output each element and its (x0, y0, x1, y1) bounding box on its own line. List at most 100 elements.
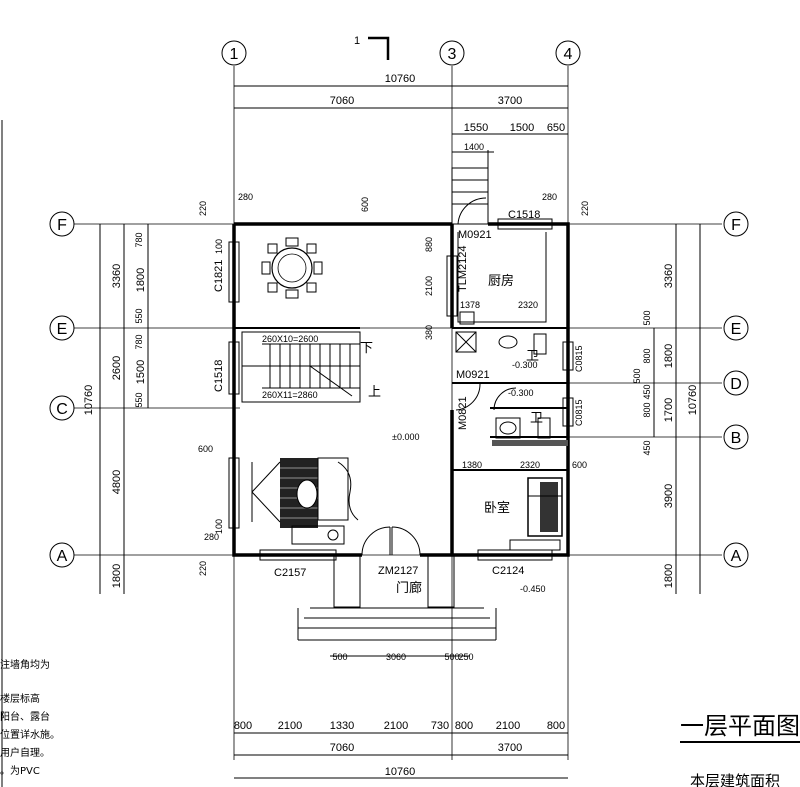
dim-right-main: 1700 (663, 398, 675, 422)
svg-text:280: 280 (238, 192, 253, 202)
stair-down-label: 下 (360, 341, 373, 356)
dim-step: 500 (444, 652, 459, 662)
svg-text:2320: 2320 (520, 460, 540, 470)
elevation-label-0: ±0.000 (392, 432, 419, 442)
room-label-bath-2: 卫 (530, 411, 543, 426)
axis-label: F (57, 217, 67, 234)
stair-dimension: 260X11=2860 (262, 390, 318, 400)
title-block: 一层平面图 本层建筑面积 (680, 712, 800, 787)
axis-label: C (56, 401, 68, 418)
window-label-c1821: C1821 (213, 260, 225, 292)
window-label-c2157: C2157 (274, 567, 306, 579)
door-label-m0921-top: M0921 (458, 229, 492, 241)
axis-bubble-right-e: E (723, 315, 749, 341)
dim-bottom-right: 3700 (498, 742, 522, 754)
svg-text:位置详水施。: 位置详水施。 (0, 728, 60, 741)
dim-right-sub: 450 (642, 440, 652, 455)
svg-text:100: 100 (214, 519, 224, 534)
svg-text:220: 220 (198, 201, 208, 216)
svg-text:220: 220 (580, 201, 590, 216)
axis-bubble-left-e: E (49, 315, 75, 341)
dim-step: 3060 (386, 652, 406, 662)
dim-right-top: 3700 (498, 95, 522, 107)
dim-left-main: 1800 (111, 564, 123, 588)
dim-left-top: 7060 (330, 95, 354, 107)
dim-bottom-part: 2100 (278, 720, 302, 732)
axis-bubble-left-c: C (49, 395, 75, 421)
svg-text:楼层标高: 楼层标高 (0, 692, 40, 705)
dim-left-main: 2600 (111, 356, 123, 380)
dim-right-main: 1800 (663, 564, 675, 588)
side-entry-steps (451, 150, 489, 225)
dim-right-sub: 800 (642, 402, 652, 417)
dim-bottom-part: 800 (234, 720, 252, 732)
dim-right-overall: 10760 (687, 385, 699, 416)
door-label-tlm2124: TLM2124 (457, 246, 469, 292)
axis-bubble-left-a: A (49, 542, 75, 568)
left-dimensions: 10760 3360 2600 4800 1800 780 1800 550 7… (83, 224, 149, 594)
svg-text:600: 600 (198, 444, 213, 454)
svg-text:280: 280 (204, 532, 219, 542)
top-dimensions: 10760 7060 3700 1550 1500 650 1400 (234, 73, 568, 153)
dim-bottom-part: 800 (547, 720, 565, 732)
windows (228, 218, 574, 561)
bathroom-fixtures (455, 331, 568, 446)
dim-right-sub: 450 (642, 384, 652, 399)
room-label-porch: 门廊 (396, 580, 422, 596)
inner-dimensions: 280 220 600 220 280 880 2100 380 1378 23… (198, 192, 590, 576)
dining-table-icon (261, 237, 323, 299)
dim-right-main: 3900 (663, 484, 675, 508)
dim-left-sub: 1500 (135, 360, 147, 384)
dim-bottom-left: 7060 (330, 742, 354, 754)
drawing-subtitle: 本层建筑面积 (690, 772, 780, 787)
kitchen-fixtures (457, 232, 547, 325)
bed-icon (509, 477, 563, 551)
axis-label: B (731, 430, 742, 447)
front-entrance (297, 526, 497, 641)
door-label-zm2127: ZM2127 (378, 565, 418, 577)
dim-1400: 1400 (464, 142, 484, 152)
axis-label: D (730, 376, 742, 393)
window-label-c1518-left: C1518 (213, 360, 225, 392)
dim-1500: 1500 (510, 122, 534, 134)
elevation-label-300a: -0.300 (512, 360, 538, 370)
axis-label: 4 (564, 46, 573, 63)
svg-text:。为PVC: 。为PVC (0, 765, 40, 777)
axis-bubble-right-a: A (723, 542, 749, 568)
axis-bubble-right-f: F (723, 211, 749, 237)
staircase: 260X10=2600 260X11=2860 下 上 (241, 331, 381, 403)
dim-left-sub: 550 (134, 392, 144, 407)
axis-bubble-top-1: 1 (221, 40, 247, 66)
dim-bottom-part: 1330 (330, 720, 354, 732)
dim-left-sub: 780 (134, 334, 144, 349)
dim-step: 250 (458, 652, 473, 662)
axis-bubble-right-b: B (723, 424, 749, 450)
section-mark: 1 (354, 35, 390, 60)
svg-text:1380: 1380 (462, 460, 482, 470)
door-label-m0921-mid: M0921 (456, 369, 490, 381)
dim-1550: 1550 (464, 122, 488, 134)
axis-label: E (731, 321, 742, 338)
svg-text:100: 100 (214, 239, 224, 254)
dim-left-main: 3360 (111, 264, 123, 288)
elevation-label-300b: -0.300 (508, 388, 534, 398)
svg-text:880: 880 (424, 237, 434, 252)
drawing-title: 一层平面图 (680, 712, 800, 740)
living-room-furniture (251, 457, 359, 545)
dim-right-main: 3360 (663, 264, 675, 288)
svg-text:280: 280 (542, 192, 557, 202)
svg-text:阳台、露台: 阳台、露台 (0, 710, 50, 723)
dim-right-sub: 800 (642, 348, 652, 363)
svg-text:380: 380 (424, 325, 434, 340)
stair-dimension: 260X10=2600 (262, 334, 318, 344)
svg-text:用户自理。: 用户自理。 (0, 746, 50, 759)
axis-label: A (57, 548, 68, 565)
axis-bubble-top-3: 3 (439, 40, 465, 66)
axis-label: E (57, 321, 68, 338)
svg-text:600: 600 (360, 197, 370, 212)
dim-overall-top: 10760 (385, 73, 416, 85)
window-label-c0815-a: C0815 (574, 345, 584, 372)
svg-text:2100: 2100 (424, 276, 434, 296)
dim-left-sub: 1800 (135, 268, 147, 292)
